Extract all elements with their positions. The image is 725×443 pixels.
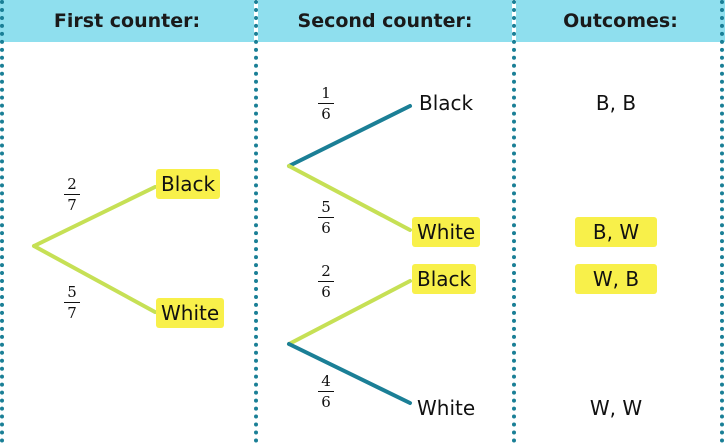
label-first-black: Black — [156, 169, 221, 199]
prob-black-white-num: 5 — [321, 198, 331, 216]
label-second-black-1: Black — [419, 91, 474, 115]
fraction-bar — [318, 281, 334, 282]
prob-black-white-den: 6 — [321, 219, 331, 237]
fraction-bar — [318, 217, 334, 218]
fraction-bar — [318, 103, 334, 104]
prob-white-white-num: 4 — [321, 372, 331, 390]
prob-white-black-num: 2 — [321, 262, 331, 280]
header-second-counter: Second counter: — [258, 0, 512, 42]
branch-black-white — [287, 164, 412, 232]
prob-first-white-den: 7 — [67, 304, 77, 322]
prob-first-black-num: 2 — [67, 175, 77, 193]
outcome-bw: B, W — [575, 217, 657, 247]
prob-black-white: 5 6 — [316, 198, 336, 237]
branch-first-black — [32, 185, 157, 248]
branch-black-black — [287, 104, 412, 168]
divider-middle-left — [254, 0, 258, 443]
label-second-white-2: White — [417, 396, 476, 420]
label-second-black-2: Black — [412, 264, 477, 294]
label-first-white: White — [156, 298, 225, 328]
outcome-ww: W, W — [589, 396, 643, 420]
prob-white-white: 4 6 — [316, 372, 336, 411]
prob-white-white-den: 6 — [321, 393, 331, 411]
prob-black-black: 1 6 — [316, 84, 336, 123]
divider-left — [0, 0, 4, 443]
prob-black-black-den: 6 — [321, 105, 331, 123]
prob-first-black: 2 7 — [62, 175, 82, 214]
branch-white-black — [287, 279, 412, 346]
prob-white-black-den: 6 — [321, 283, 331, 301]
branch-white-white — [287, 342, 412, 405]
label-second-white-1: White — [412, 217, 481, 247]
fraction-bar — [318, 391, 334, 392]
prob-black-black-num: 1 — [321, 84, 331, 102]
fraction-bar — [64, 194, 80, 195]
header-first-counter: First counter: — [0, 0, 254, 42]
fraction-bar — [64, 302, 80, 303]
branch-first-white — [32, 244, 157, 314]
outcome-bb: B, B — [595, 91, 637, 115]
prob-first-white-num: 5 — [67, 283, 77, 301]
prob-first-black-den: 7 — [67, 196, 77, 214]
prob-first-white: 5 7 — [62, 283, 82, 322]
outcome-wb: W, B — [575, 264, 657, 294]
prob-white-black: 2 6 — [316, 262, 336, 301]
header-outcomes: Outcomes: — [516, 0, 725, 42]
divider-middle-right — [512, 0, 516, 443]
divider-right — [720, 0, 724, 443]
